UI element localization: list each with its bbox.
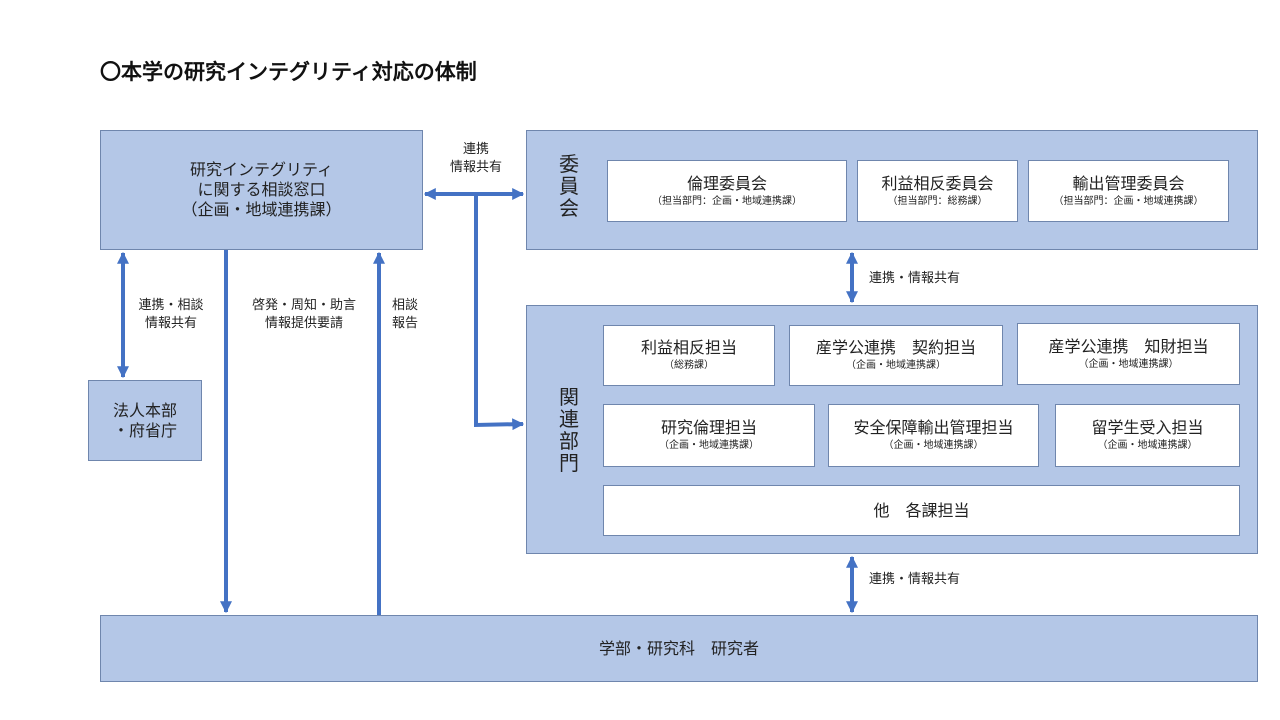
committee-export-name: 輸出管理委員会 <box>1072 173 1185 193</box>
related-security-export-dept: （企画・地域連携課） <box>883 440 984 451</box>
related-contract-dept: （企画・地域連携課） <box>846 360 946 371</box>
related-security-export-name: 安全保障輸出管理担当 <box>853 418 1014 437</box>
arrow-branch-related <box>474 194 525 431</box>
related-security-export: 安全保障輸出管理担当 （企画・地域連携課） <box>828 404 1039 467</box>
label-consult-committee: 連携 情報共有 <box>449 142 502 175</box>
page-title: 〇本学の研究インテグリティ対応の体制 <box>100 60 477 84</box>
related-departments-label: 関連部門 <box>559 385 579 475</box>
consultation-window-label: 研究インテグリティ に関する相談窓口 （企画・地域連携課） <box>181 160 342 219</box>
related-intl-students-name: 留学生受入担当 <box>1091 418 1204 437</box>
committee-ethics: 倫理委員会 （担当部門：企画・地域連携課） <box>607 160 847 222</box>
related-coi: 利益相反担当 （総務課） <box>603 325 775 386</box>
related-ip: 産学公連携 知財担当 （企画・地域連携課） <box>1017 323 1240 385</box>
committee-export-dept: （担当部門：企画・地域連携課） <box>1053 195 1204 207</box>
related-contract-name: 産学公連携 契約担当 <box>815 338 976 357</box>
related-intl-students: 留学生受入担当 （企画・地域連携課） <box>1055 404 1240 467</box>
committee-coi: 利益相反委員会 （担当部門：総務課） <box>857 160 1018 222</box>
related-research-ethics-dept: （企画・地域連携課） <box>659 440 759 451</box>
faculty-researchers-box: 学部・研究科 研究者 <box>100 615 1258 682</box>
related-ip-name: 産学公連携 知財担当 <box>1048 336 1209 356</box>
related-intl-students-dept: （企画・地域連携課） <box>1097 440 1198 451</box>
committee-coi-name: 利益相反委員会 <box>881 173 994 193</box>
label-upward: 相談 報告 <box>391 298 418 331</box>
committee-coi-dept: （担当部門：総務課） <box>887 195 988 207</box>
consultation-window-box: 研究インテグリティ に関する相談窓口 （企画・地域連携課） <box>100 130 423 250</box>
related-research-ethics: 研究倫理担当 （企画・地域連携課） <box>603 404 815 467</box>
corporate-hq-label: 法人本部 ・府省庁 <box>112 400 177 440</box>
related-research-ethics-name: 研究倫理担当 <box>660 418 757 437</box>
label-downward: 啓発・周知・助言 情報提供要請 <box>251 298 356 331</box>
related-contract: 産学公連携 契約担当 （企画・地域連携課） <box>789 325 1003 386</box>
faculty-researchers-label: 学部・研究科 研究者 <box>598 638 759 658</box>
related-coi-dept: （総務課） <box>664 360 714 371</box>
related-other: 他 各課担当 <box>603 485 1240 536</box>
committee-label: 委員会 <box>559 152 579 220</box>
related-ip-dept: （企画・地域連携課） <box>1078 358 1179 370</box>
committee-export: 輸出管理委員会 （担当部門：企画・地域連携課） <box>1028 160 1229 222</box>
label-related-faculty: 連携・情報共有 <box>869 572 961 587</box>
corporate-hq-box: 法人本部 ・府省庁 <box>88 380 202 461</box>
related-coi-name: 利益相反担当 <box>640 338 737 357</box>
label-consult-corp: 連携・相談 情報共有 <box>138 298 204 331</box>
committee-ethics-name: 倫理委員会 <box>686 173 767 193</box>
label-committee-related: 連携・情報共有 <box>869 271 961 286</box>
related-other-label: 他 各課担当 <box>873 500 970 520</box>
committee-ethics-dept: （担当部門：企画・地域連携課） <box>652 195 802 207</box>
